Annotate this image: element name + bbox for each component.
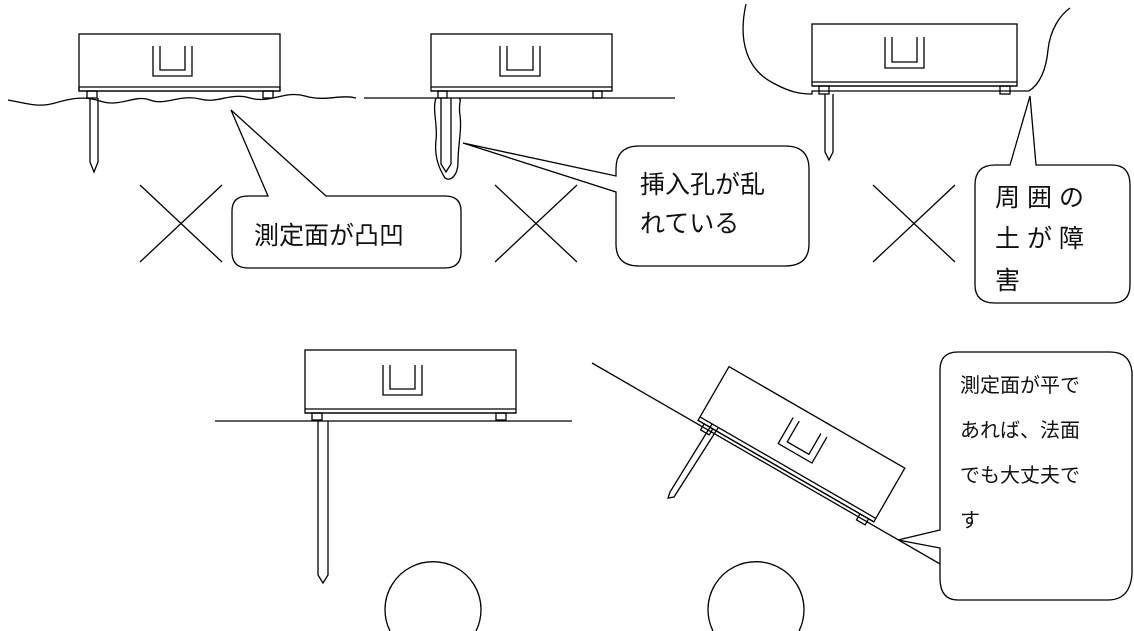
callout-uneven-text: 測定面が凸凹 (254, 221, 404, 250)
callout-slope-bubble (897, 351, 1133, 601)
probe-pin (317, 421, 329, 585)
uneven-ground-line (7, 93, 357, 106)
device-correct (304, 349, 517, 421)
surrounding-soil-mound (742, 3, 1071, 95)
callout-hole-bubble (462, 142, 810, 267)
device-soil-obstruct (811, 23, 1018, 95)
callout-soil-text-3: 害 (995, 266, 1020, 295)
ng-cross-mark (139, 184, 223, 263)
callout-hole-text-2: れている (640, 209, 739, 238)
device-uneven-surface (78, 33, 281, 99)
callout-soil-text-2: 土が障 (995, 224, 1091, 253)
ok-circle-mark (384, 561, 482, 631)
ng-cross-mark (872, 184, 956, 263)
ng-cross-mark (494, 184, 578, 263)
callout-slope-text-3: でも大丈夫で (960, 463, 1080, 487)
device-on-slope (697, 365, 906, 526)
callout-soil-text-1: 周囲の (995, 183, 1091, 212)
callout-slope-text-1: 測定面が平で (960, 373, 1080, 397)
callout-slope-text-4: す (960, 508, 980, 532)
callout-hole-text-1: 挿入孔が乱 (640, 170, 765, 199)
probe-pin (89, 98, 99, 174)
callout-soil-bubble (974, 95, 1131, 304)
device-disturbed-hole (430, 33, 613, 99)
probe-pin (667, 423, 719, 499)
probe-pin (824, 94, 834, 162)
disturbed-hole-outline (433, 97, 462, 180)
callout-slope-text-2: あれば、法面 (960, 418, 1080, 442)
ok-circle-mark (707, 561, 805, 631)
callout-uneven-bubble (230, 109, 462, 269)
slope-ground-line (591, 362, 974, 584)
probe-pin (440, 98, 452, 174)
